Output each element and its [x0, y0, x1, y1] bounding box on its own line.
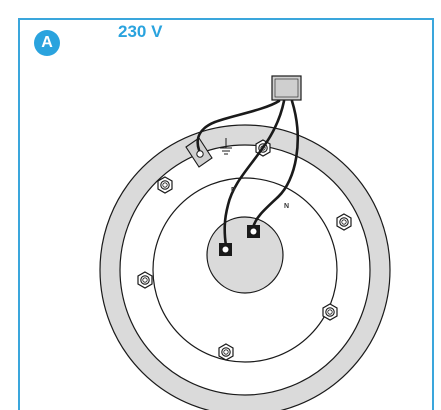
hex-bolt-icon	[336, 213, 352, 231]
earth-wire	[196, 99, 281, 152]
hex-bolt-icon	[157, 176, 173, 194]
neutral-terminal	[247, 225, 260, 238]
phase-label: P	[231, 187, 236, 194]
panel-badge: A	[34, 30, 60, 56]
ground-terminal	[185, 137, 213, 168]
voltage-label: 230 V	[118, 22, 163, 41]
neutral-label: N	[284, 203, 289, 210]
hex-bolt-icon	[137, 271, 153, 289]
neutral-wire	[251, 99, 299, 230]
junction-box-icon	[271, 75, 302, 101]
center-hub	[206, 216, 284, 294]
wiring	[196, 99, 299, 248]
panel-frame	[18, 18, 434, 410]
hex-bolt-icon	[322, 303, 338, 321]
phase-terminal	[219, 243, 232, 256]
ground-symbol-icon	[220, 138, 232, 155]
phase-wire	[223, 99, 286, 248]
hex-bolt-icon	[218, 343, 234, 361]
